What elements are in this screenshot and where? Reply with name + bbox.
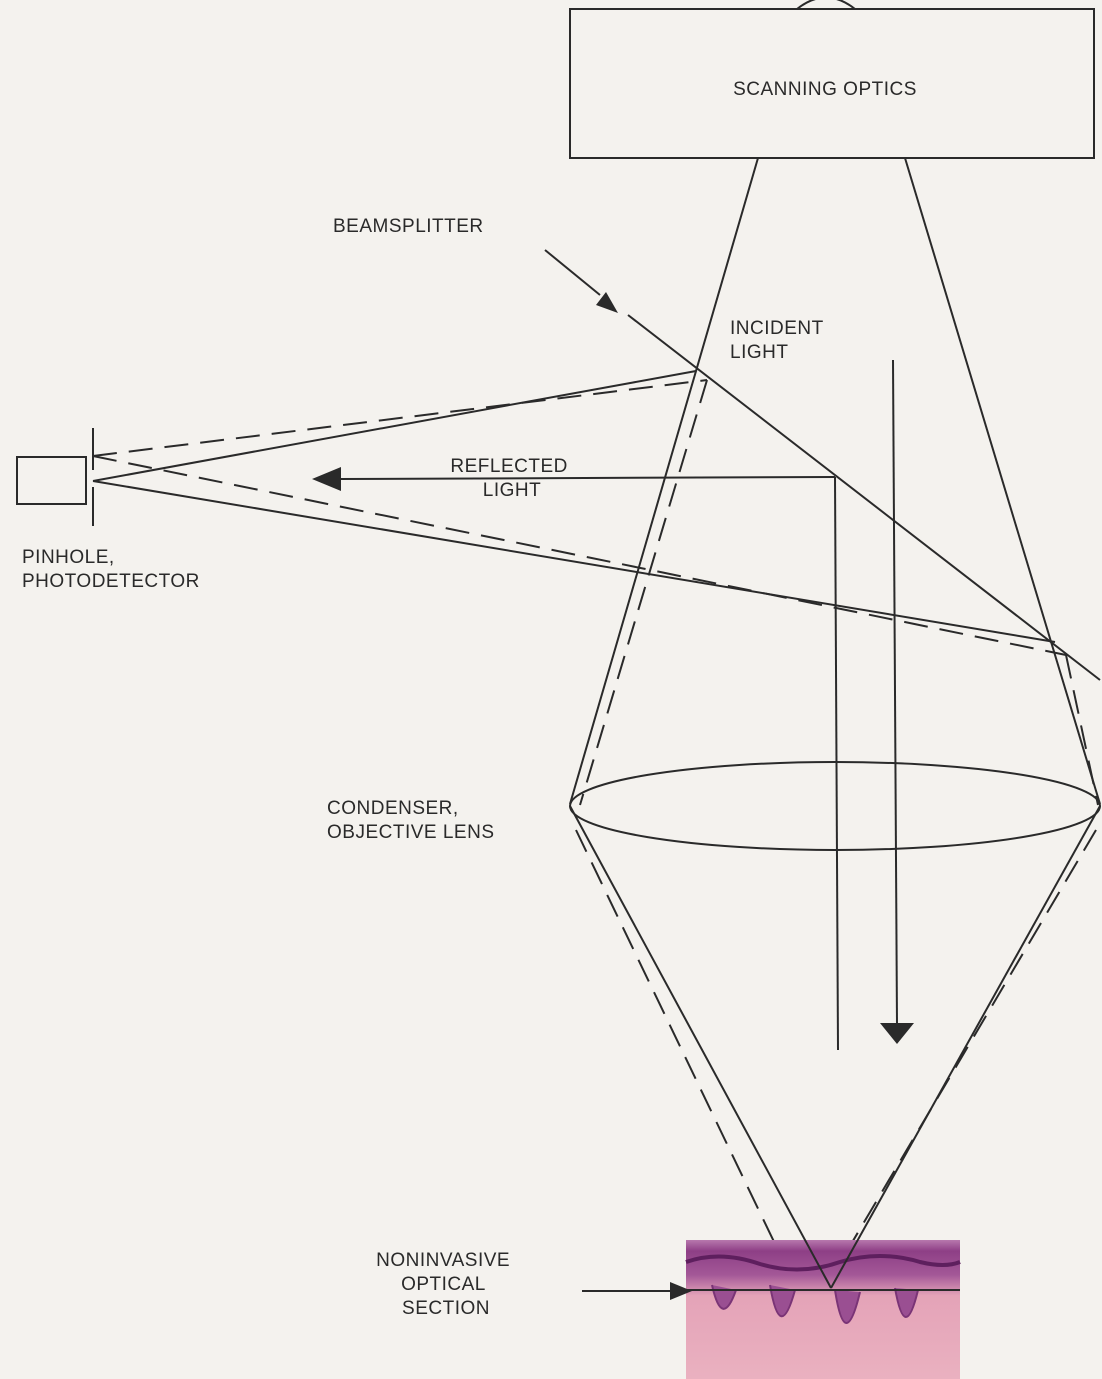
incident-light-arrow: INCIDENT LIGHT [730, 318, 914, 1044]
optical-section-pointer: NONINVASIVE OPTICAL SECTION [376, 1250, 692, 1319]
reflected-cone-solid [92, 370, 1056, 643]
objective-lens: CONDENSER, OBJECTIVE LENS [327, 761, 1101, 851]
beamsplitter-arrowhead [596, 292, 618, 313]
optical-section-arrowhead [670, 1282, 692, 1300]
scanning-optics-label: SCANNING OPTICS [733, 79, 917, 100]
reflected-light-label: REFLECTED LIGHT [450, 456, 573, 501]
scanning-optics-box: SCANNING OPTICS [569, 0, 1095, 159]
focus-cone [569, 805, 1101, 1289]
beamsplitter-label: BEAMSPLITTER [333, 216, 484, 237]
reflected-light-arrowhead [312, 467, 341, 491]
incident-light-label: INCIDENT LIGHT [730, 318, 829, 363]
objective-lens-label: CONDENSER, OBJECTIVE LENS [327, 798, 495, 843]
tissue-section-image [685, 1240, 961, 1379]
incident-light-arrowhead [880, 1023, 914, 1044]
beamsplitter: BEAMSPLITTER [333, 216, 1101, 681]
out-of-focus-paths-dashed [92, 379, 1099, 1301]
reflected-light-arrow: REFLECTED LIGHT [312, 456, 839, 1051]
pinhole-photodetector-label: PINHOLE, PHOTODETECTOR [22, 547, 200, 592]
incident-light-cone [569, 157, 1101, 805]
optical-section-label: NONINVASIVE OPTICAL SECTION [376, 1250, 516, 1319]
pinhole-photodetector: PINHOLE, PHOTODETECTOR [16, 428, 200, 592]
